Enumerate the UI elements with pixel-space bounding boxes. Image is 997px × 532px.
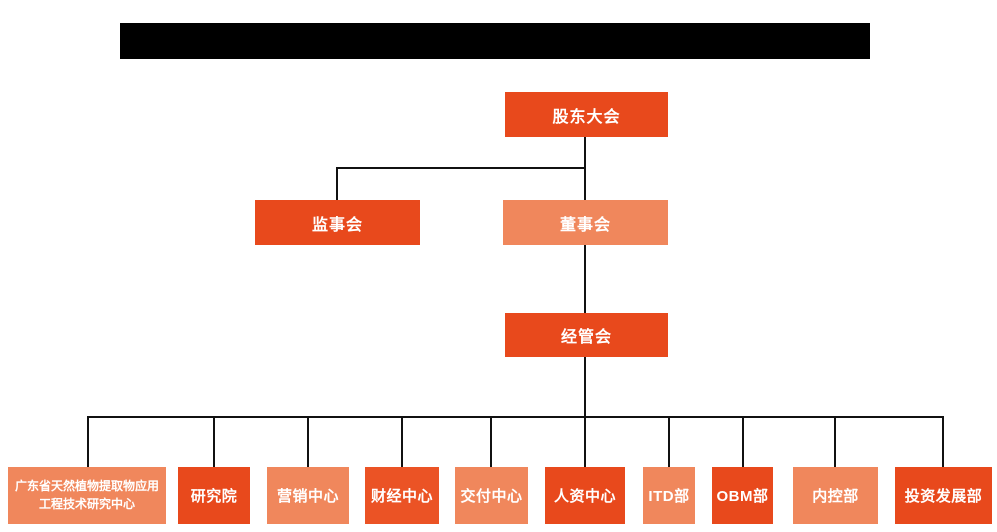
node-label: 股东大会: [552, 108, 621, 126]
connector-management-down: [584, 357, 586, 417]
connector-department-bus: [87, 416, 944, 418]
node-dept-delivery-center: 交付中心: [455, 467, 528, 524]
node-dept-finance-center: 财经中心: [365, 467, 439, 524]
node-label: 财经中心: [370, 488, 433, 505]
node-dept-investment-development: 投资发展部: [895, 467, 992, 524]
node-label: 人资中心: [553, 488, 616, 505]
node-dept-research-center: 广东省天然植物提取物应用工程技术研究中心: [8, 467, 166, 524]
node-supervisory-board: 监事会: [255, 200, 420, 245]
connector-drop-institute: [213, 416, 215, 467]
node-label: 监事会: [311, 216, 363, 234]
node-dept-obm: OBM部: [712, 467, 773, 524]
node-board-of-directors: 董事会: [503, 200, 668, 245]
node-dept-hr-center: 人资中心: [545, 467, 625, 524]
connector-board-to-management: [584, 245, 586, 313]
node-dept-internal-control: 内控部: [793, 467, 878, 524]
node-label: OBM部: [716, 488, 769, 505]
connector-drop-finance: [401, 416, 403, 467]
node-label: 内控部: [812, 488, 859, 505]
connector-drop-delivery: [490, 416, 492, 467]
node-dept-marketing-center: 营销中心: [267, 467, 349, 524]
node-label: 营销中心: [276, 488, 339, 505]
node-shareholders-meeting: 股东大会: [505, 92, 668, 137]
connector-drop-research-center: [87, 416, 89, 467]
connector-drop-internal-control: [834, 416, 836, 467]
node-management-committee: 经管会: [505, 313, 668, 357]
connector-to-supervisory: [336, 167, 338, 200]
node-label: 广东省天然植物提取物应用工程技术研究中心: [14, 479, 159, 511]
node-label: 经管会: [560, 329, 612, 346]
connector-drop-obm: [742, 416, 744, 467]
node-label: 交付中心: [460, 488, 523, 505]
node-label: ITD部: [648, 488, 690, 505]
title-redacted-bar: [120, 23, 870, 59]
connector-drop-marketing: [307, 416, 309, 467]
connector-split-horizontal: [336, 167, 586, 169]
connector-drop-itd: [668, 416, 670, 467]
node-label: 研究院: [190, 488, 238, 505]
node-dept-institute: 研究院: [178, 467, 250, 524]
connector-drop-investment: [942, 416, 944, 467]
node-dept-itd: ITD部: [643, 467, 695, 524]
connector-drop-hr: [584, 416, 586, 467]
node-label: 董事会: [559, 216, 611, 234]
node-label: 投资发展部: [904, 488, 983, 505]
